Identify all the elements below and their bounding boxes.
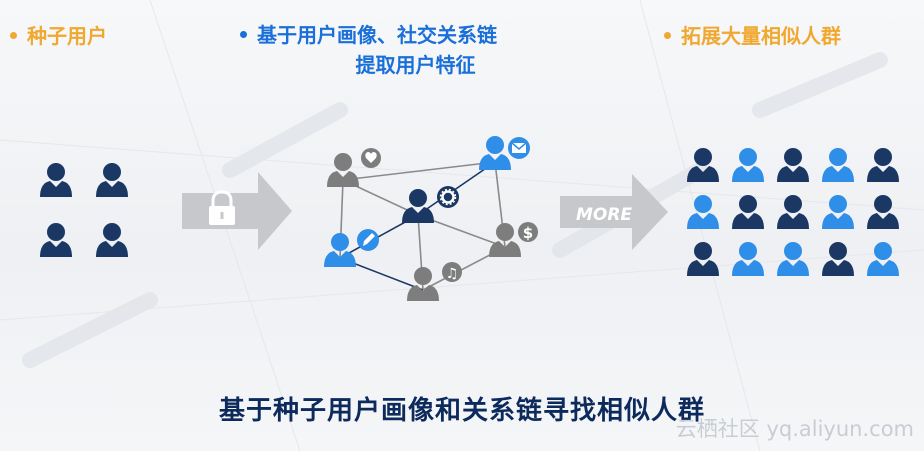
- user-node-icon: [327, 153, 359, 187]
- crowd-user-icon: [867, 195, 899, 229]
- bottom-caption: 基于种子用户画像和关系链寻找相似人群: [218, 396, 705, 426]
- svg-text:$: $: [523, 224, 533, 242]
- svg-text:♫: ♫: [446, 266, 459, 282]
- lock-arrow: [182, 172, 292, 250]
- network-node: [479, 136, 530, 170]
- lock-icon: [209, 190, 235, 225]
- extract-features-line1: 基于用户画像、社交关系链: [257, 23, 497, 47]
- user-node-icon: [324, 233, 356, 267]
- crowd-user-icon: [867, 148, 899, 182]
- dollar-icon: [518, 222, 538, 242]
- user-node-icon: [489, 223, 521, 257]
- crowd-user-icon: [687, 148, 719, 182]
- network-node: [402, 186, 459, 223]
- crowd-user-icon: [687, 195, 719, 229]
- crowd-user-icon: [822, 242, 854, 276]
- seed-user-icon: [40, 163, 72, 197]
- seed-user-icon: [96, 223, 128, 257]
- user-node-icon: [479, 136, 511, 170]
- crowd-user-icon: [777, 242, 809, 276]
- crowd-user-icon: [732, 148, 764, 182]
- crowd-user-icon: [732, 195, 764, 229]
- more-arrow: MORE: [560, 174, 668, 250]
- crowd-user-icon: [822, 148, 854, 182]
- bullet-dot: [10, 32, 17, 39]
- more-label: MORE: [576, 205, 632, 225]
- seed-users-label: 种子用户: [27, 24, 107, 48]
- watermark: 云栖社区 yq.aliyun.com: [675, 417, 914, 441]
- heading-expand-similar: 拓展大量相似人群: [664, 20, 841, 49]
- seed-user-icon: [96, 163, 128, 197]
- extract-features-line2: 提取用户特征: [355, 53, 476, 77]
- crowd-user-icon: [822, 195, 854, 229]
- crowd-user-icon: [687, 242, 719, 276]
- network-node: $: [489, 222, 538, 257]
- crowd-user-icon: [867, 242, 899, 276]
- network-edges: [339, 161, 506, 291]
- network-node: [327, 148, 381, 187]
- crowd-user-icon: [777, 148, 809, 182]
- similar-crowd-grid: [687, 148, 899, 276]
- crowd-user-icon: [732, 242, 764, 276]
- expand-similar-label: 拓展大量相似人群: [681, 24, 841, 48]
- crowd-user-icon: [777, 195, 809, 229]
- seed-users-group: [40, 163, 128, 257]
- network-node: ♫: [407, 262, 462, 301]
- heading-extract-features: 基于用户画像、社交关系链 提取用户特征: [240, 20, 497, 80]
- network-node: [324, 229, 379, 267]
- music-icon: [442, 262, 462, 282]
- heading-seed-users: 种子用户: [10, 20, 107, 49]
- user-node-icon: [402, 189, 434, 223]
- bullet-dot: [240, 31, 247, 38]
- seed-user-icon: [40, 223, 72, 257]
- bullet-dot: [664, 32, 671, 39]
